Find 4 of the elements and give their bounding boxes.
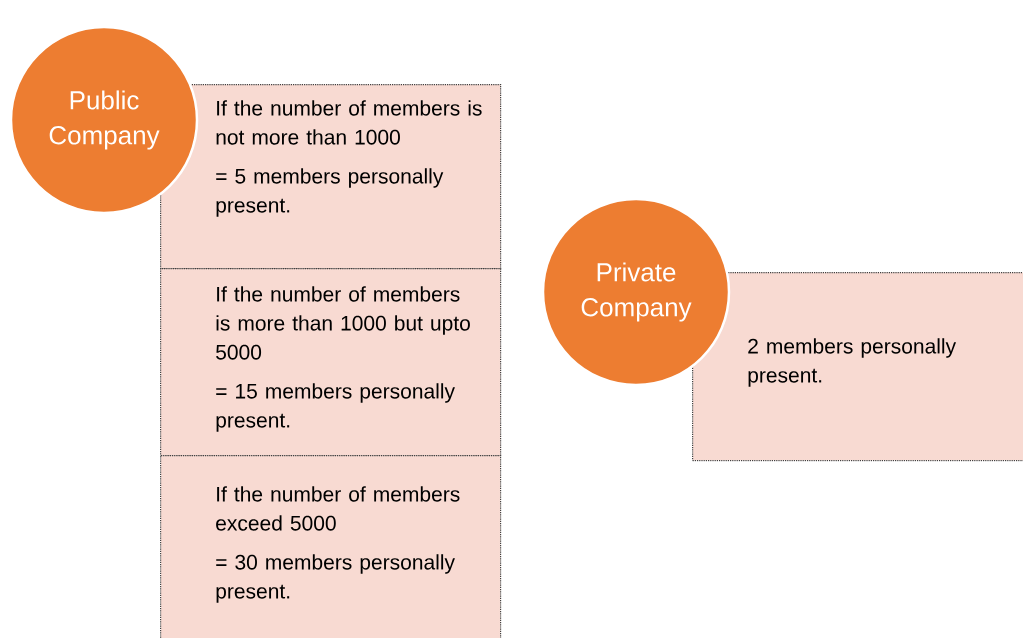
quorum-box: If the number of members is more than 1000 but upto 5000 = 15 members personally present. xyxy=(160,268,502,457)
quorum-box: If the number of members is not more than 1000 = 5 members personally present. xyxy=(160,84,502,270)
quorum-box: 2 members personally present. xyxy=(692,272,1023,462)
quorum-box: If the number of members exceed 5000 = 30 members personally present. xyxy=(160,455,502,638)
